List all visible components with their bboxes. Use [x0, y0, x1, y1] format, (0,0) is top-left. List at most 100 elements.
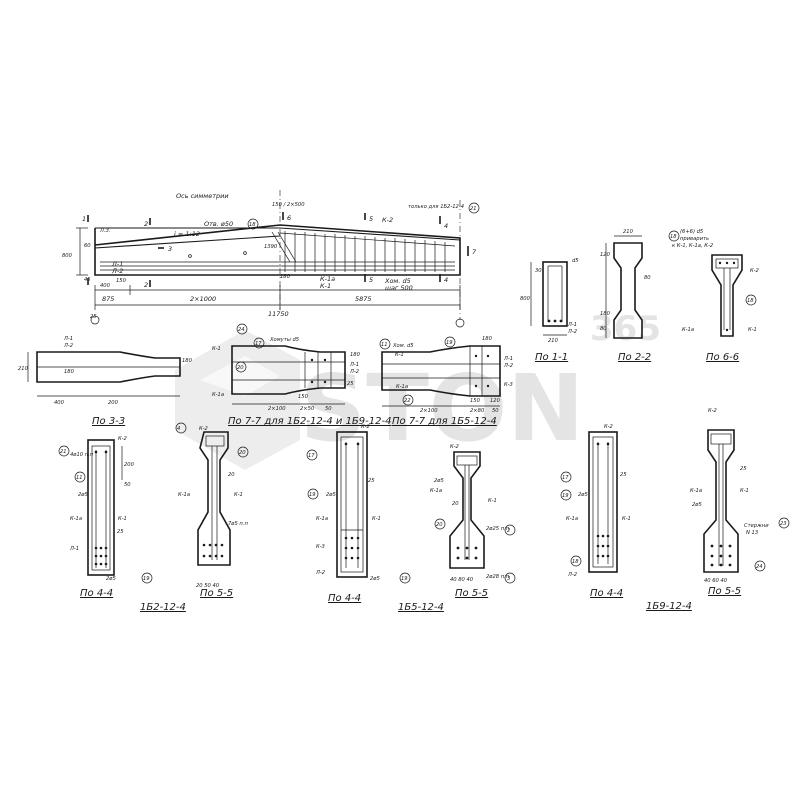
s11-w: 210 — [548, 338, 559, 344]
b2-k1a: К-1а — [70, 516, 82, 522]
b2-c11: 11 — [76, 475, 83, 481]
b5-d5-55: 2ø5 — [434, 478, 444, 484]
b5-mark: 1Б5-12-4 — [398, 602, 444, 613]
b2-k1-55: К-1 — [234, 492, 243, 498]
s66-k1a: К-1а — [682, 327, 694, 333]
b9-c24: 24 — [756, 564, 763, 570]
b2-rods55: 7ø5 п.п — [228, 521, 248, 527]
s77a-d2x100: 2×100 — [268, 406, 286, 412]
s33-title: По 3-3 — [92, 416, 125, 427]
b9-d5-55: 2ø5 — [692, 502, 702, 508]
s77b-d150: 150 — [470, 398, 481, 404]
callout-21: 21 — [470, 206, 477, 212]
b2-c4: 4 — [177, 426, 180, 432]
b5-rods1: 2ø25 п.п — [486, 526, 510, 532]
s77a-title: По 7-7 для 1Б2-12-4 и 1Б9-12-4 — [228, 416, 391, 427]
b5-d20: 20 — [452, 501, 459, 507]
s77a-c24: 24 — [238, 327, 245, 333]
b2-k1a-55: К-1а — [178, 492, 190, 498]
b5-k1a: К-1а — [316, 516, 328, 522]
s66-k1: К-1 — [748, 327, 757, 333]
s22-h1: 120 — [600, 252, 611, 258]
s77b-c22: 22 — [404, 398, 411, 404]
b2-k1: К-1 — [118, 516, 127, 522]
s11-h: 800 — [520, 296, 531, 302]
b9-k1a-55: К-1а — [690, 488, 702, 494]
s22-h2: 80 — [644, 275, 651, 281]
b5-k1-55: К-1 — [488, 498, 497, 504]
s33-l1: Л-1 — [63, 336, 73, 342]
s11-l2: Л-2 — [567, 329, 577, 335]
b2-h200: 200 — [124, 462, 135, 468]
section-7-7-a: К-1 К-1а Хомуты d5 Л-1 Л-2 150 2×100 2×5… — [212, 323, 391, 427]
s77b-d120: 120 — [490, 398, 501, 404]
label-d150: 150 — [116, 278, 127, 284]
s77a-c20: 20 — [237, 365, 244, 371]
label-hole: Отв. ø50 — [204, 220, 233, 228]
b9-c17: 17 — [562, 475, 569, 481]
s77b-l1: Л-1 — [503, 356, 513, 362]
label-top-dim: 150 / 2×500 — [272, 202, 305, 208]
s77a-k1a: К-1а — [212, 392, 224, 398]
s77a-c17: 17 — [255, 341, 262, 347]
b2-k2: К-2 — [118, 436, 127, 442]
b2-k2-55: К-2 — [199, 426, 208, 432]
s77b-k1a: К-1а — [396, 384, 408, 390]
s77a-k1: К-1 — [212, 346, 221, 352]
b5-rods2: 2ø28 п.п — [486, 574, 510, 580]
b5-title44: По 4-4 — [328, 593, 361, 604]
label-l1: Л-1 — [111, 260, 123, 268]
label-slope: i = 1:12 — [174, 230, 200, 238]
s77b-d2x80: 2×80 — [470, 408, 485, 414]
s66-k2: К-2 — [750, 268, 759, 274]
label-d400: 400 — [100, 283, 111, 289]
b2-h50: 50 — [124, 482, 131, 488]
b9-c23: 23 — [780, 521, 787, 527]
b5-k2: К-2 — [361, 424, 370, 430]
section-2-2: 210 120 80 180 80 По 2-2 — [600, 229, 651, 363]
label-h800: 800 — [62, 253, 73, 259]
label-s875: 875 — [102, 295, 114, 303]
label-total: 11750 — [268, 310, 289, 318]
s33-d200: 200 — [108, 400, 119, 406]
b9-dims: 40 60 40 — [704, 578, 728, 584]
b2-d25: 25 — [117, 529, 124, 535]
s22-title: По 2-2 — [618, 352, 651, 363]
s11-l1: Л-1 — [567, 322, 577, 328]
s77b-c19: 19 — [446, 340, 453, 346]
section-7: 7 — [472, 248, 477, 256]
b9-k1: К-1 — [622, 516, 631, 522]
b2-mark: 1Б2-12-4 — [140, 602, 186, 613]
s66-d: (6+6) d5 — [680, 229, 704, 235]
s77a-l1: Л-1 — [349, 362, 359, 368]
b9-k2-55: К-2 — [708, 408, 717, 414]
s77a-ham: Хомуты d5 — [269, 337, 300, 343]
b2-c19: 19 — [143, 576, 150, 582]
b9-c19: 19 — [562, 493, 569, 499]
b2-title55: По 5-5 — [200, 588, 233, 599]
b5-d5: 2ø5 — [326, 492, 336, 498]
callout-18: 18 — [249, 222, 256, 228]
b9-n13: N 13 — [746, 530, 758, 536]
b9-k2: К-2 — [604, 424, 613, 430]
b5-k1: К-1 — [372, 516, 381, 522]
b2-title44: По 4-4 — [80, 588, 113, 599]
b2-d5b: 2ø5 — [106, 576, 116, 582]
b2-dim: 20 50 40 — [196, 583, 220, 589]
group-1b2: 4ø10 п.п К-2 К-1а К-1 Л-1 2ø5 2ø5 200 50… — [58, 422, 248, 613]
label-axis: Ось симметрии — [176, 192, 229, 200]
watermark-sub: 365 — [590, 309, 661, 349]
b9-title44: По 4-4 — [590, 588, 623, 599]
b5-title55: По 5-5 — [455, 588, 488, 599]
s77b-l2: Л-2 — [503, 363, 513, 369]
b5-c19b: 19 — [401, 576, 408, 582]
section-6-6: 18 (6+6) d5 приварить к К-1, К-1а, К-2 К… — [668, 229, 759, 363]
s77b-title: По 7-7 для 1Б5-12-4 — [392, 416, 497, 427]
label-step: шаг 500 — [385, 284, 413, 292]
section-5-top: 5 — [369, 215, 373, 223]
label-l2: Л-2 — [111, 267, 123, 275]
group-1b5: К-2 К-1а К-1 К-3 Л-2 2ø5 2ø5 25 17 19 19… — [306, 424, 516, 613]
b9-d25-55: 25 — [740, 466, 747, 472]
b5-c3: 3 — [507, 576, 510, 582]
s77b-d2x100: 2×100 — [420, 408, 438, 414]
